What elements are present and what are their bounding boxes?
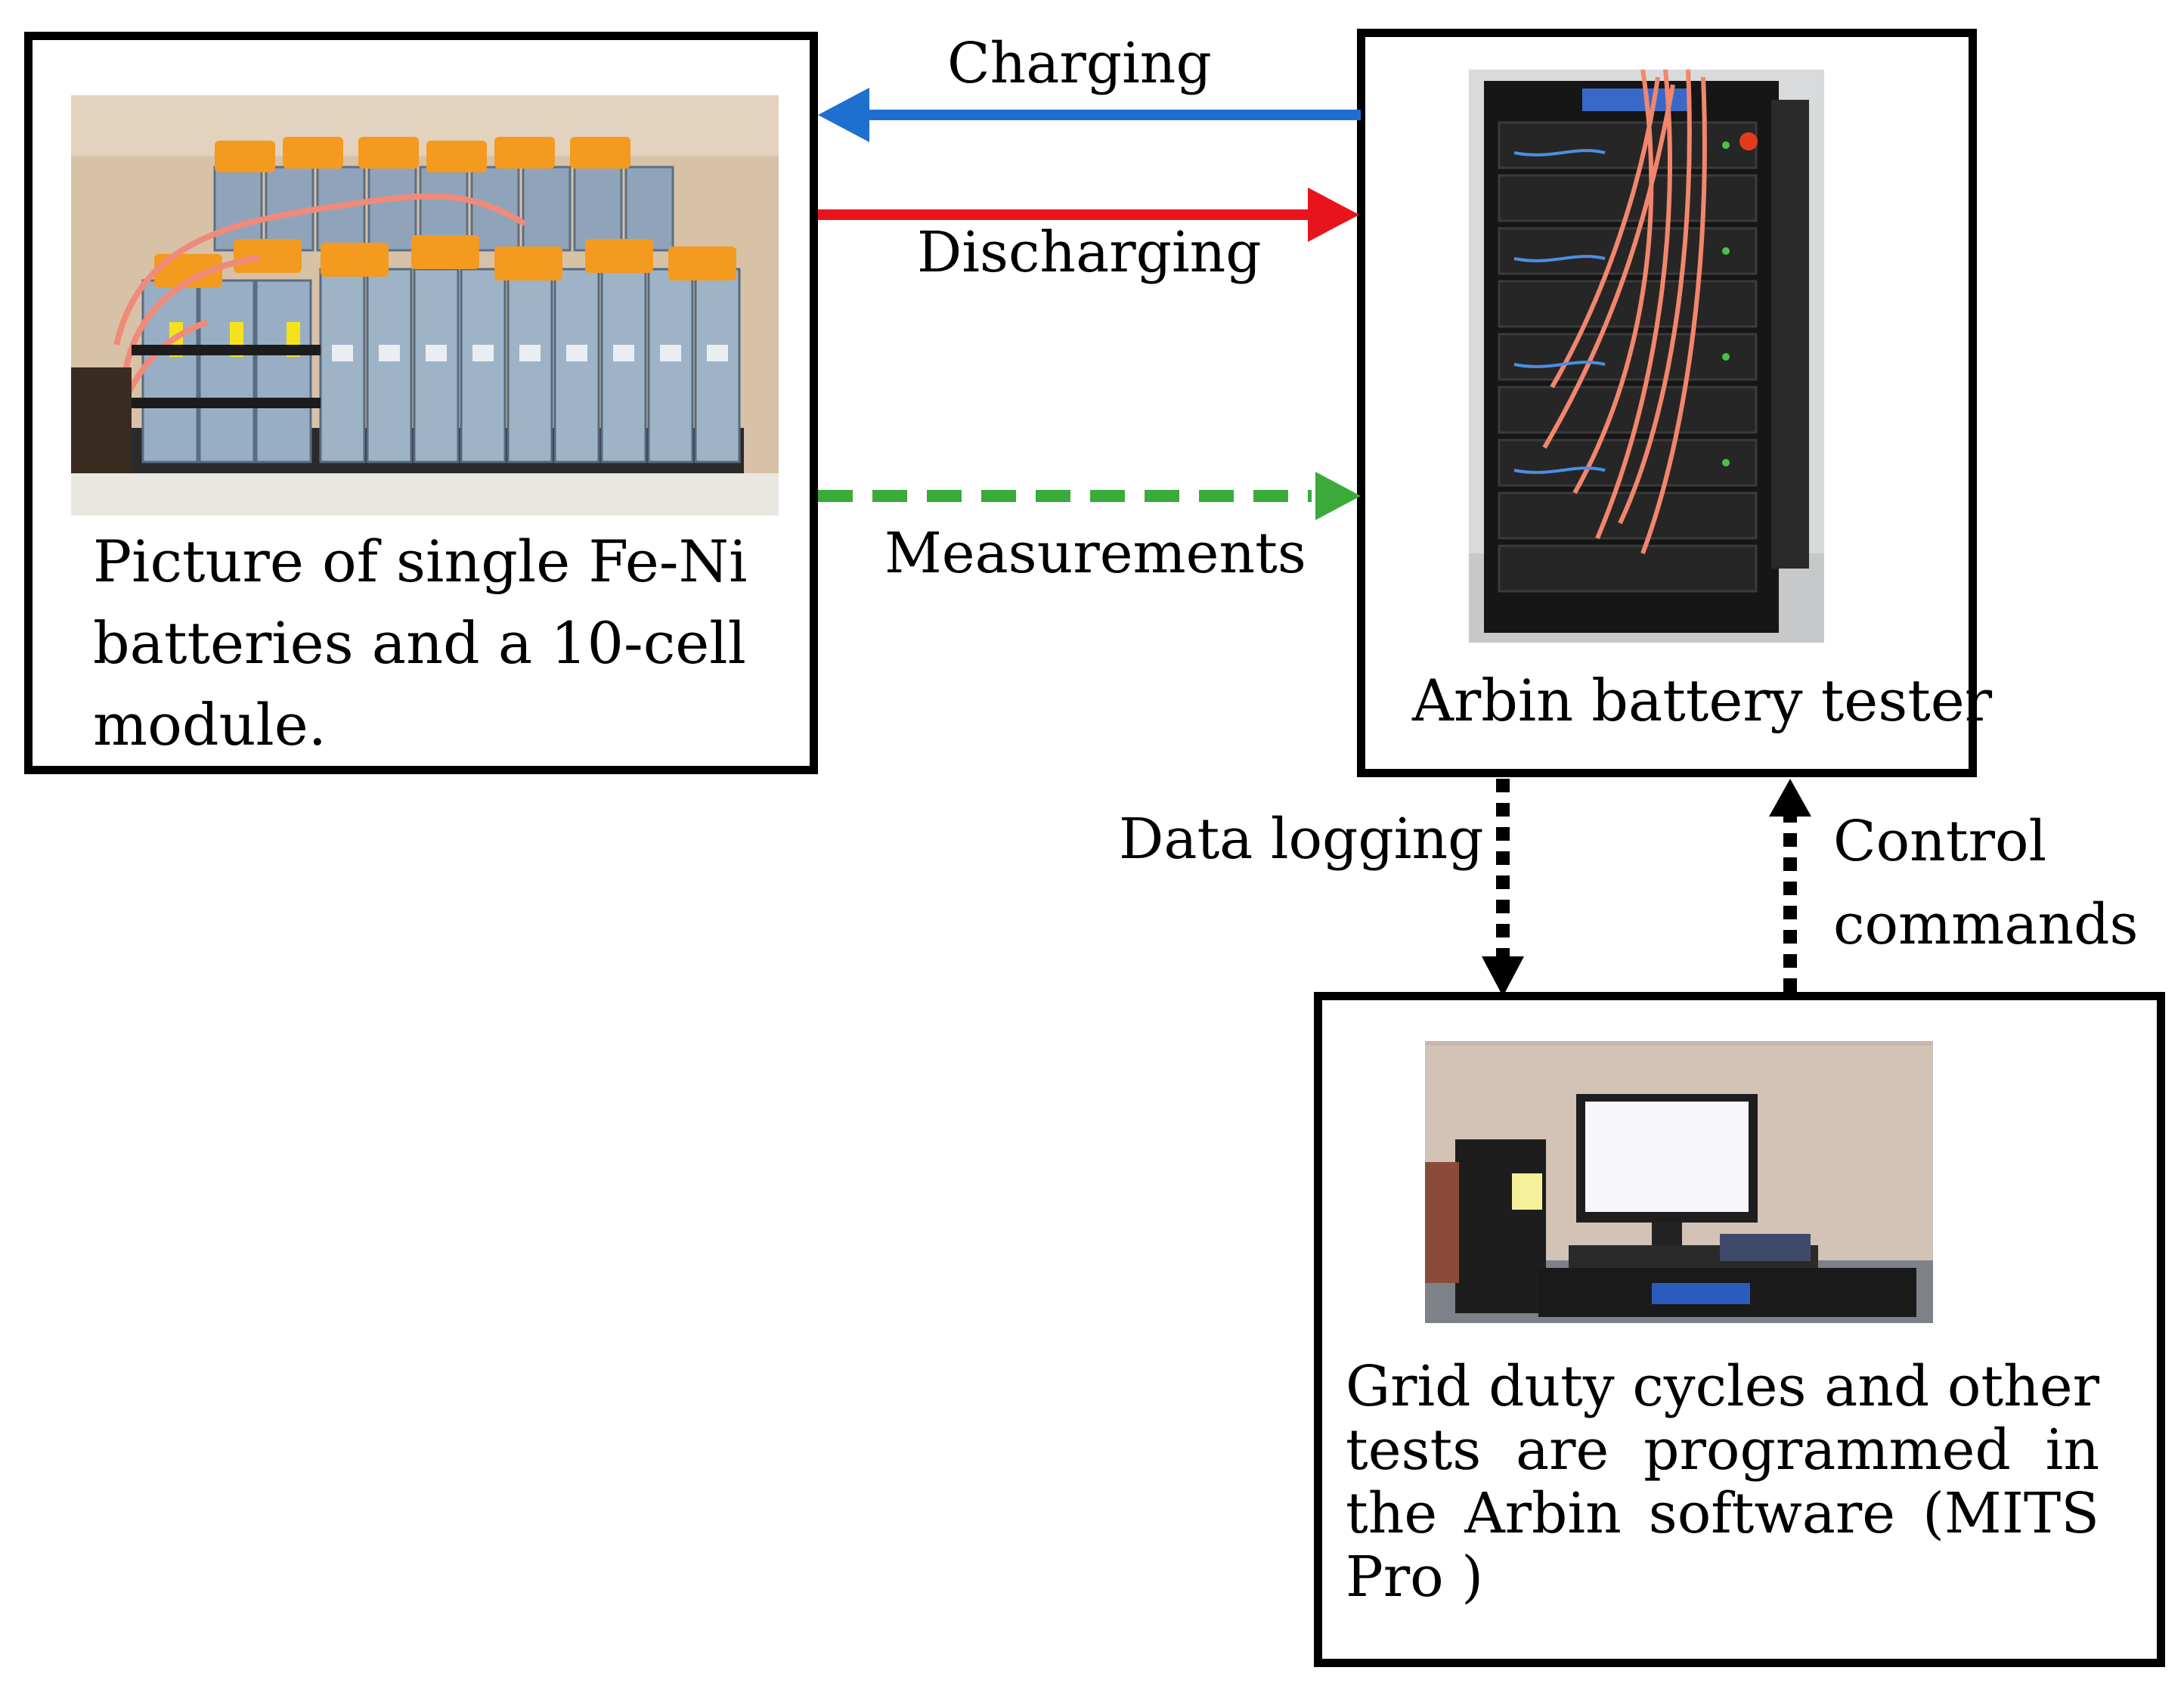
battery-caption-line-1: Picture of single Fe-Ni: [93, 528, 748, 595]
control-commands-label: Control commands: [1833, 800, 2138, 966]
measurements-arrow: [818, 472, 1361, 520]
battery-caption-line-2: batteries and a 10-cell: [93, 609, 746, 677]
data-logging-arrow: [1482, 779, 1524, 996]
battery-caption-line-3: module.: [93, 691, 327, 758]
data-logging-label: Data logging: [1119, 807, 1484, 872]
control-commands-line-2: commands: [1833, 892, 2139, 957]
tester-box: Arbin battery tester: [1357, 29, 1992, 777]
discharging-label: Discharging: [917, 220, 1262, 285]
charging-label: Charging: [947, 31, 1212, 96]
battery-module-photo: [71, 95, 779, 516]
software-caption: Grid duty cycles and other tests are pro…: [1346, 1354, 2099, 1610]
software-box: Grid duty cycles and other tests are pro…: [1314, 992, 2165, 1667]
computer-workstation-photo: [1425, 1041, 1933, 1323]
battery-module-box: Picture of single Fe-Ni batteries and a …: [24, 32, 818, 774]
battery-caption: Picture of single Fe-Ni batteries and a …: [93, 521, 747, 766]
tester-caption: Arbin battery tester: [1412, 667, 1993, 734]
measurements-label: Measurements: [884, 521, 1306, 586]
tester-rack-photo: [1469, 70, 1824, 643]
control-commands-arrow: [1769, 779, 1811, 992]
control-commands-line-1: Control: [1833, 809, 2047, 874]
